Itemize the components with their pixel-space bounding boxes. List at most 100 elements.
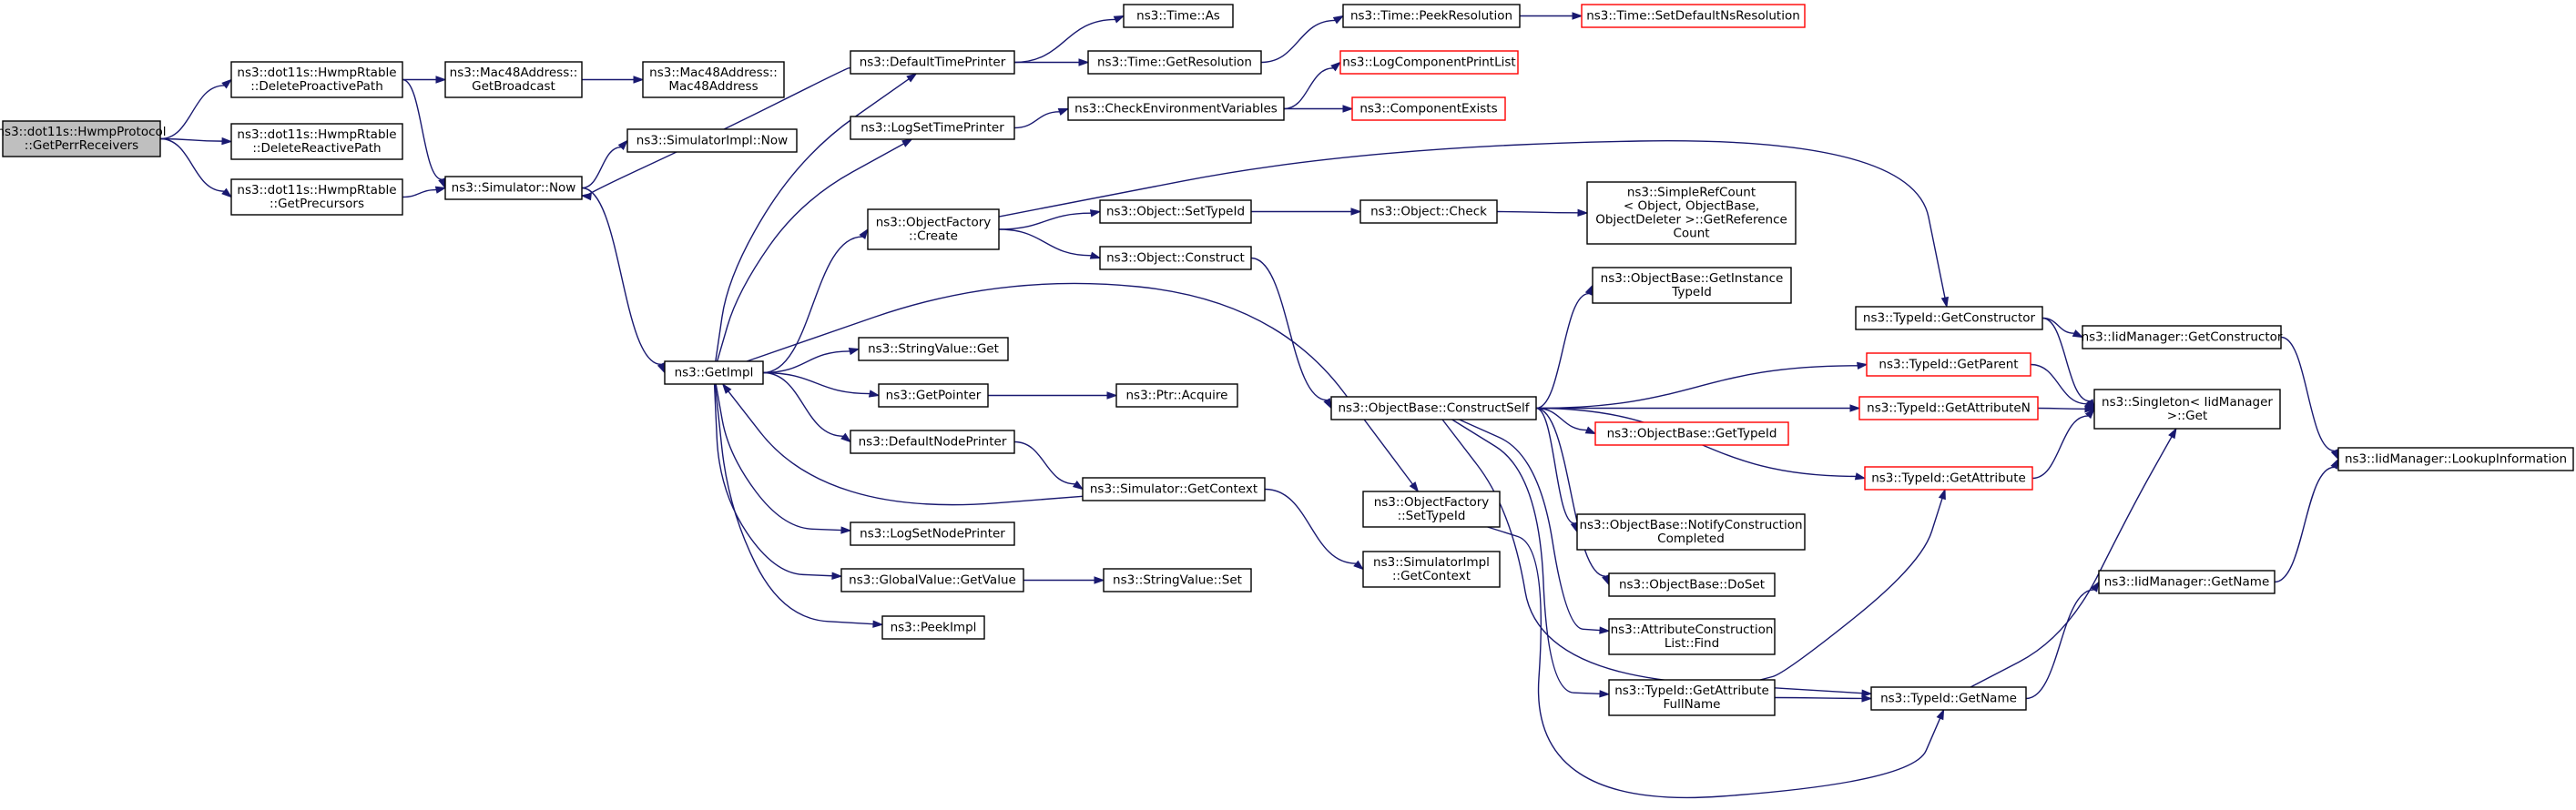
edge-arrowhead: [1570, 521, 1578, 533]
node-label: ns3::TypeId::GetParent: [1879, 358, 2018, 372]
node-iidManagerGetName[interactable]: ns3::IidManager::GetName: [2098, 570, 2276, 594]
node-box: [626, 128, 798, 153]
node-checkEnvVars[interactable]: ns3::CheckEnvironmentVariables: [1067, 96, 1285, 121]
edge-root-to-deleteProactive: [159, 78, 233, 140]
node-typeIdGetConstructor[interactable]: ns3::TypeId::GetConstructor: [1855, 306, 2043, 330]
node-box: [1870, 686, 2027, 711]
node-mac48Address[interactable]: ns3::Mac48Address::Mac48Address: [642, 61, 785, 98]
node-root[interactable]: ns3::dot11s::HwmpProtocol::GetPerrReceiv…: [0, 120, 167, 157]
node-objectBaseDoSet[interactable]: ns3::ObjectBase::DoSet: [1608, 572, 1776, 597]
node-getPointer[interactable]: ns3::GetPointer: [878, 383, 989, 408]
node-typeIdGetName[interactable]: ns3::TypeId::GetName: [1870, 686, 2027, 711]
edge-arrowhead: [1342, 105, 1354, 113]
node-simImplNow[interactable]: ns3::SimulatorImpl::Now: [626, 128, 798, 153]
edge-simNow-to-getImpl: [581, 187, 666, 374]
node-stringValueSet[interactable]: ns3::StringValue::Set: [1103, 568, 1252, 592]
node-objectBaseGetTypeId[interactable]: ns3::ObjectBase::GetTypeId: [1594, 421, 1789, 446]
edge-getImpl-to-objectFactorySetTypeId: [746, 282, 1420, 493]
node-label: ::GetPerrReceivers: [25, 138, 138, 153]
node-simImplGetContext[interactable]: ns3::SimulatorImpl::GetContext: [1362, 551, 1501, 588]
node-label: ns3::ObjectBase::NotifyConstruction: [1579, 518, 1802, 532]
edge-globalValueGetValue-to-stringValueSet: [1023, 576, 1105, 584]
node-box: [1099, 246, 1252, 270]
edge-objectSetTypeId-to-objectCheck: [1251, 208, 1362, 216]
node-typeIdGetAttribute[interactable]: ns3::TypeId::GetAttribute: [1864, 466, 2033, 491]
edge-line: [159, 137, 225, 192]
node-box: [840, 568, 1024, 592]
node-objectCheck[interactable]: ns3::Object::Check: [1359, 199, 1498, 224]
node-typeIdGetAttributeN[interactable]: ns3::TypeId::GetAttributeN: [1858, 396, 2039, 420]
edge-objectBaseConstructSelf-to-objectBaseGetInstanceTypeId: [1535, 284, 1593, 410]
node-simGetContext[interactable]: ns3::Simulator::GetContext: [1082, 477, 1266, 501]
edge-getBroadcast-to-mac48Address: [582, 76, 645, 84]
node-label: ns3::Simulator::Now: [452, 181, 576, 196]
node-objectSetTypeId[interactable]: ns3::Object::SetTypeId: [1099, 199, 1252, 224]
node-getBroadcast[interactable]: ns3::Mac48Address::GetBroadcast: [444, 61, 583, 98]
node-peekImpl[interactable]: ns3::PeekImpl: [881, 615, 985, 640]
edge-line: [1260, 19, 1336, 64]
node-singletonGet[interactable]: ns3::Singleton< IidManager >::Get: [2093, 389, 2281, 430]
node-globalValueGetValue[interactable]: ns3::GlobalValue::GetValue: [840, 568, 1024, 592]
edge-line: [762, 350, 850, 374]
node-box: [1592, 267, 1792, 304]
node-timeSetDefaultNsResolution[interactable]: ns3::Time::SetDefaultNsResolution: [1581, 4, 1806, 28]
edge-arrowhead: [1072, 481, 1084, 491]
edge-simNow-to-simImplNow: [581, 139, 629, 189]
node-objectFactorySetTypeId[interactable]: ns3::ObjectFactory::SetTypeId: [1362, 491, 1501, 528]
node-logSetNodePrinter[interactable]: ns3::LogSetNodePrinter: [850, 521, 1015, 546]
node-logSetTimePrinter[interactable]: ns3::LogSetTimePrinter: [850, 116, 1015, 140]
node-logComponentPrintList[interactable]: ns3::LogComponentPrintList: [1339, 50, 1519, 75]
edge-arrowhead: [906, 73, 918, 83]
node-deleteReactive[interactable]: ns3::dot11s::HwmpRtable::DeleteReactiveP…: [230, 123, 403, 160]
node-label: ns3::ObjectFactory: [1374, 495, 1490, 510]
node-componentExists[interactable]: ns3::ComponentExists: [1351, 96, 1506, 121]
edge-line: [2041, 317, 2075, 334]
node-timeAs[interactable]: ns3::Time::As: [1123, 4, 1234, 28]
node-iidManagerLookup[interactable]: ns3::IidManager::LookupInformation: [2337, 447, 2574, 471]
node-box: [1099, 199, 1252, 224]
node-label: ::DeleteProactivePath: [250, 79, 383, 94]
node-label: ns3::ObjectBase::ConstructSelf: [1339, 401, 1531, 416]
node-label: ns3::TypeId::GetAttributeN: [1867, 401, 2031, 416]
node-getImpl[interactable]: ns3::GetImpl: [664, 360, 764, 385]
node-box: [850, 50, 1015, 75]
node-objectBaseConstructSelf[interactable]: ns3::ObjectBase::ConstructSelf: [1330, 396, 1537, 420]
node-iidManagerGetConstructor[interactable]: ns3::IidManager::GetConstructor: [2082, 325, 2283, 349]
edge-arrowhead: [435, 76, 447, 84]
edge-line: [2037, 407, 2086, 410]
node-label: ns3::dot11s::HwmpRtable: [237, 127, 396, 142]
node-box: [2082, 325, 2282, 349]
edge-getImpl-to-globalValueGetValue: [713, 383, 843, 580]
node-box: [1362, 551, 1501, 588]
edge-objectFactoryCreate-to-objectSetTypeId: [998, 209, 1102, 230]
node-label: ns3::ObjectBase::GetInstance: [1601, 271, 1784, 286]
node-typeIdGetParent[interactable]: ns3::TypeId::GetParent: [1866, 352, 2031, 377]
node-ptrAcquire[interactable]: ns3::Ptr::Acquire: [1115, 383, 1238, 408]
node-label: ns3::IidManager::GetConstructor: [2082, 330, 2283, 345]
node-simNow[interactable]: ns3::Simulator::Now: [444, 176, 583, 200]
node-timeGetResolution[interactable]: ns3::Time::GetResolution: [1087, 50, 1262, 75]
node-box: [1866, 352, 2031, 377]
node-getPrecursors[interactable]: ns3::dot11s::HwmpRtable::GetPrecursors: [230, 178, 403, 216]
edge-arrowhead: [1078, 58, 1090, 66]
edge-arrowhead: [721, 382, 732, 394]
node-simpleRefCount[interactable]: ns3::SimpleRefCount< Object, ObjectBase,…: [1586, 181, 1797, 245]
node-box: [1576, 513, 1806, 551]
edge-deleteProactive-to-getBroadcast: [402, 76, 447, 84]
node-label: ns3::StringValue::Get: [868, 342, 999, 357]
edge-line: [998, 228, 1092, 257]
node-deleteProactive[interactable]: ns3::dot11s::HwmpRtable::DeleteProactive…: [230, 61, 403, 98]
node-defaultNodePrinter[interactable]: ns3::DefaultNodePrinter: [850, 430, 1015, 454]
edge-arrowhead: [848, 347, 860, 356]
node-objectBaseNotify[interactable]: ns3::ObjectBase::NotifyConstructionCompl…: [1576, 513, 1806, 551]
node-defaultTimePrinter[interactable]: ns3::DefaultTimePrinter: [850, 50, 1015, 75]
edge-root-to-deleteReactive: [159, 137, 233, 146]
node-objectFactoryCreate[interactable]: ns3::ObjectFactory::Create: [867, 208, 1000, 250]
node-objectConstruct[interactable]: ns3::Object::Construct: [1099, 246, 1252, 270]
node-timePeekResolution[interactable]: ns3::Time::PeekResolution: [1342, 4, 1521, 28]
node-stringValueGet[interactable]: ns3::StringValue::Get: [858, 337, 1009, 361]
node-label: ns3::Object::SetTypeId: [1106, 205, 1245, 219]
